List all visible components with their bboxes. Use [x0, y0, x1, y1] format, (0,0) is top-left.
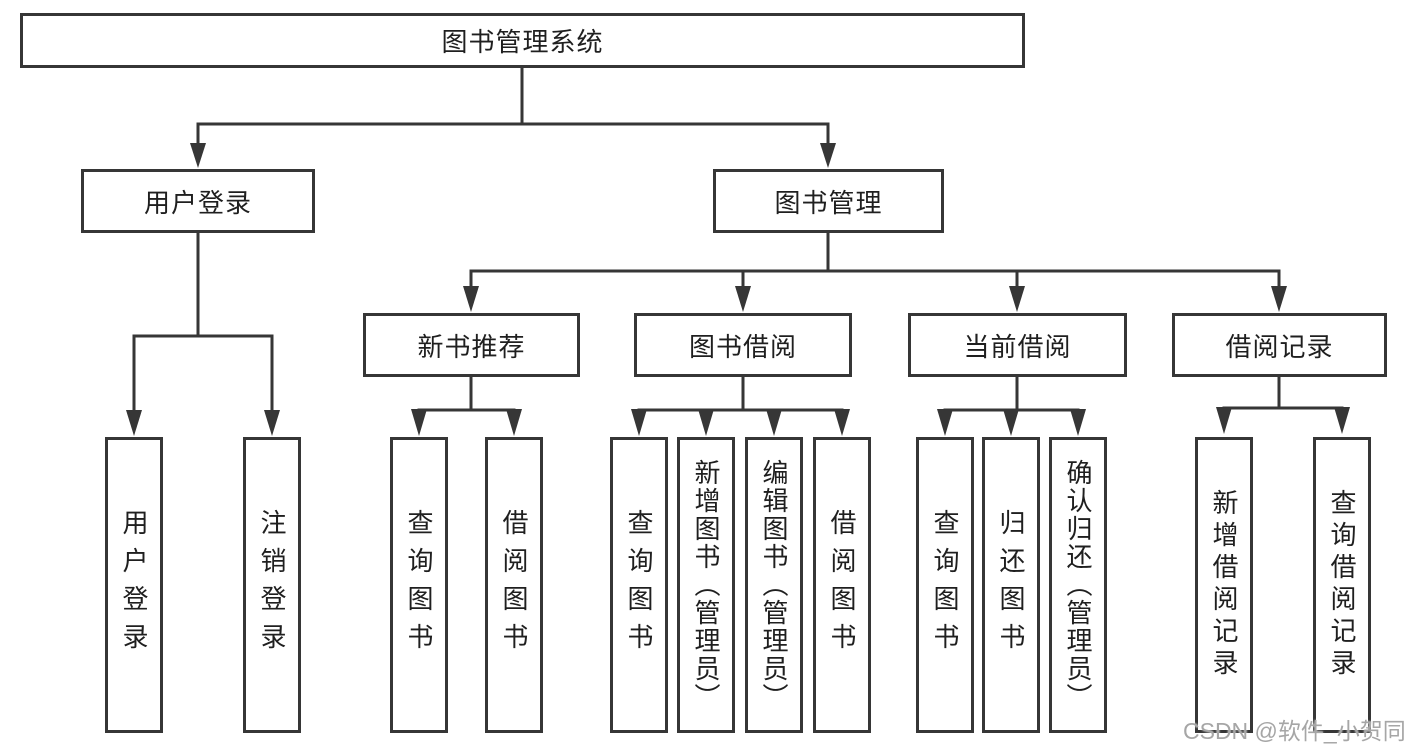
- leaf-label: 查询图书: [930, 509, 960, 661]
- leaf-label: 查询图书: [404, 509, 434, 661]
- node-label: 用户登录: [143, 187, 252, 218]
- node-book-management: 图书管理: [713, 169, 944, 233]
- node-new-book-recommend: 新书推荐: [363, 313, 580, 377]
- leaf-add-borrow-record: 新增借阅记录: [1195, 437, 1253, 733]
- leaf-return-book: 归还图书: [982, 437, 1040, 733]
- leaf-label: 借阅图书: [499, 509, 529, 661]
- node-label: 图书借阅: [688, 331, 797, 362]
- node-library-management-system: 图书管理系统: [20, 13, 1025, 68]
- leaf-query-books-recommend: 查询图书: [390, 437, 448, 733]
- connector-current-borrow-to-leaves: [937, 377, 1086, 436]
- leaf-query-books-borrow: 查询图书: [610, 437, 668, 733]
- node-borrow-records: 借阅记录: [1172, 313, 1387, 377]
- leaf-query-borrow-record: 查询借阅记录: [1313, 437, 1371, 733]
- leaf-logout: 注销登录: [243, 437, 301, 733]
- node-user-login-group: 用户登录: [81, 169, 315, 233]
- leaf-label: 新增图书（管理员）: [691, 459, 721, 711]
- connector-user-login-to-leaves: [126, 233, 280, 436]
- leaf-label: 查询借阅记录: [1327, 489, 1357, 681]
- leaf-add-book-admin: 新增图书（管理员）: [677, 437, 735, 733]
- connector-book-management-to-level3: [463, 233, 1287, 312]
- connector-borrow-records-to-leaves: [1216, 377, 1350, 434]
- node-label: 图书管理系统: [441, 27, 604, 57]
- node-label: 图书管理: [774, 187, 883, 218]
- node-label: 新书推荐: [417, 331, 526, 362]
- leaf-confirm-return-admin: 确认归还（管理员）: [1049, 437, 1107, 733]
- node-label: 借阅记录: [1225, 331, 1334, 362]
- leaf-label: 编辑图书（管理员）: [759, 459, 789, 711]
- leaf-label: 借阅图书: [827, 509, 857, 661]
- node-book-borrow: 图书借阅: [634, 313, 852, 377]
- leaf-borrow-books-recommend: 借阅图书: [485, 437, 543, 733]
- leaf-user-login: 用户登录: [105, 437, 163, 733]
- node-current-borrow: 当前借阅: [908, 313, 1127, 377]
- leaf-label: 归还图书: [996, 509, 1026, 661]
- leaf-label: 用户登录: [119, 509, 149, 661]
- connector-new-book-recommend-to-leaves: [411, 377, 522, 436]
- leaf-label: 查询图书: [624, 509, 654, 661]
- connector-root-to-level2: [190, 68, 836, 168]
- connector-book-borrow-to-leaves: [631, 377, 850, 436]
- leaf-query-books-current: 查询图书: [916, 437, 974, 733]
- leaf-label: 注销登录: [257, 509, 287, 661]
- node-label: 当前借阅: [963, 331, 1072, 362]
- leaf-label: 新增借阅记录: [1209, 489, 1239, 681]
- watermark: CSDN @软件_小贺同学: [1183, 718, 1405, 744]
- leaf-edit-book-admin: 编辑图书（管理员）: [745, 437, 803, 733]
- leaf-label: 确认归还（管理员）: [1063, 459, 1093, 711]
- leaf-borrow-books-borrow: 借阅图书: [813, 437, 871, 733]
